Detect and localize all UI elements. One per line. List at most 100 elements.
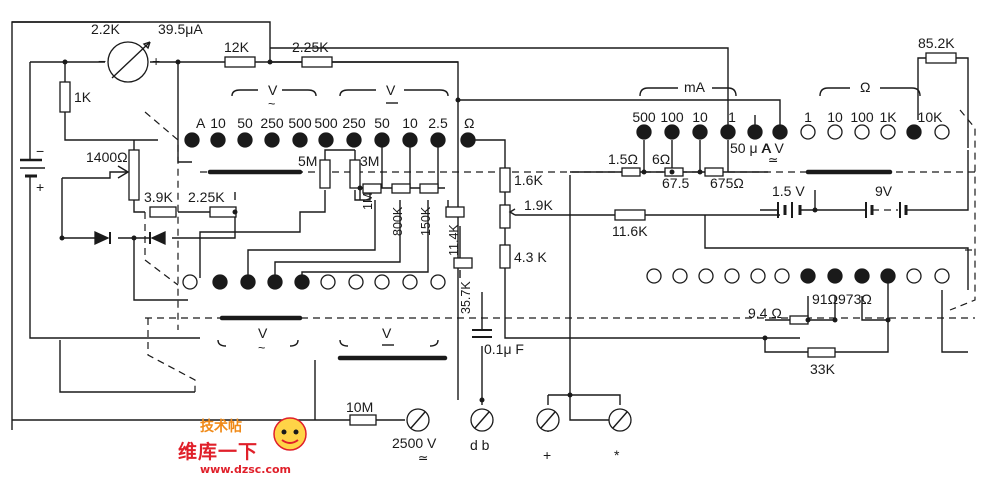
resistor-973-label: 973Ω [838,291,872,307]
resistor-3m-label: 3M [360,153,379,169]
brace [404,89,449,97]
jack-v-dc-4[interactable] [430,132,446,148]
jack-av[interactable] [772,124,788,140]
resistor-10m-label: 10M [346,399,373,415]
jack-a[interactable] [184,132,200,148]
pot-wiper [117,165,130,179]
ma-label: mA [684,79,706,95]
jack-lower-dc-0[interactable] [320,274,336,290]
jack-33k[interactable] [880,268,896,284]
v-ac-value-1: 50 [237,115,253,131]
resistor-11-6k-label: 11.6K [612,223,648,239]
jack-lower-dc-1[interactable] [348,274,364,290]
resistor-1-9k-label: 1.9K [524,197,553,213]
jack-ohm-spare[interactable] [934,124,950,140]
v-dc-value-1: 250 [342,115,366,131]
jack-v-dc-1[interactable] [346,132,362,148]
jack-v-dc-0[interactable] [318,132,334,148]
jack-lower-ac-1[interactable] [240,274,256,290]
ohm-label: Ω [860,79,870,95]
brace [231,89,258,97]
jack-ma-3[interactable] [720,124,736,140]
range-jacks [182,124,950,290]
jack-v-ac-1[interactable] [237,132,253,148]
jack-ohm-range-0[interactable] [800,124,816,140]
jack-right-lower-3[interactable] [724,268,740,284]
jack-lower-dc-2[interactable] [374,274,390,290]
resistor-11-4k-label: 11.4K [447,224,461,256]
jack-lower-ac-2[interactable] [267,274,283,290]
logo-top-text: 技术帖 [200,419,242,435]
jack-ohm-range-2[interactable] [854,124,870,140]
jack-50ua[interactable] [747,124,763,140]
v-dc-label: V [386,82,396,98]
capacitor-label: 0.1μ F [484,341,524,357]
jack-lower-ac-0[interactable] [212,274,228,290]
v-dc-value-0: 500 [314,115,338,131]
jack-right-spare[interactable] [906,268,922,284]
jack-right-lower-5[interactable] [774,268,790,284]
resistor-2-25k-label: 2.25K [292,39,329,55]
ohm-value-2: 100 [850,109,874,125]
v-dc-value-3: 10 [402,115,418,131]
meter-plus-label: + [152,53,160,69]
ma-value-1: 100 [660,109,684,125]
jack-right-lower-2[interactable] [698,268,714,284]
brace [339,339,349,347]
diodes [94,230,166,246]
v-ac-value-3: 500 [288,115,312,131]
ohm-value-4: 10K [918,109,944,125]
jack-lower-dc-3[interactable] [402,274,418,290]
resistor-91-label: 91Ω [812,291,838,307]
jack-ohm-range-3[interactable] [880,124,896,140]
ma-value-2: 10 [692,109,708,125]
jack-right-lower-0[interactable] [646,268,662,284]
ohm-value-1: 10 [827,109,843,125]
jack-lower-dc-4[interactable] [430,274,446,290]
logo-chinese-text: 维库一下 [178,441,259,463]
meter-current-label: 39.5μA [158,21,203,37]
resistor-3-9k-label: 3.9K [144,189,173,205]
jack-9-4[interactable] [800,268,816,284]
output-terminals [406,408,632,432]
jack-ohm[interactable] [460,132,476,148]
jack-lower-left[interactable] [182,274,198,290]
jack-ohm-range-1[interactable] [827,124,843,140]
jack-lower-ac-3[interactable] [294,274,310,290]
jack-label-a: A [196,115,206,131]
jack-v-ac-0[interactable] [210,132,226,148]
jack-973[interactable] [854,268,870,284]
v-dc-value-2: 50 [374,115,390,131]
jack-right-lower-4[interactable] [750,268,766,284]
jack-ma-1[interactable] [664,124,680,140]
jack-ma-0[interactable] [636,124,652,140]
resistor-1-5-label: 1.5Ω [608,151,638,167]
jack-v-dc-3[interactable] [402,132,418,148]
ohm-value-0: 1 [804,109,812,125]
jack-right-end[interactable] [934,268,950,284]
resistor-33k-label: 33K [810,361,836,377]
brace [289,339,299,347]
side-battery-plus: + [36,179,44,195]
jack-91[interactable] [827,268,843,284]
jack-v-ac-2[interactable] [264,132,280,148]
ac-tilde: ~ [268,97,275,111]
av-ac-mark: ≃ [768,153,778,167]
jack-ohm-10k[interactable] [906,124,922,140]
jack-right-lower-1[interactable] [672,268,688,284]
switch-linkage [144,109,976,392]
jack-v-ac-3[interactable] [292,132,308,148]
ohm-value-3: 1K [879,109,897,125]
resistor-1-6k-label: 1.6K [514,172,543,188]
dzsc-logo [178,412,318,478]
capacitor [472,329,492,338]
jack-v-dc-2[interactable] [374,132,390,148]
brace [880,87,921,97]
lower-v-dc-label: V [382,325,392,341]
terminal-db-label: d b [470,437,490,453]
v-ac-value-2: 250 [260,115,284,131]
jack-ma-2[interactable] [692,124,708,140]
wiring [11,21,969,432]
v-ac-value-0: 10 [210,115,226,131]
